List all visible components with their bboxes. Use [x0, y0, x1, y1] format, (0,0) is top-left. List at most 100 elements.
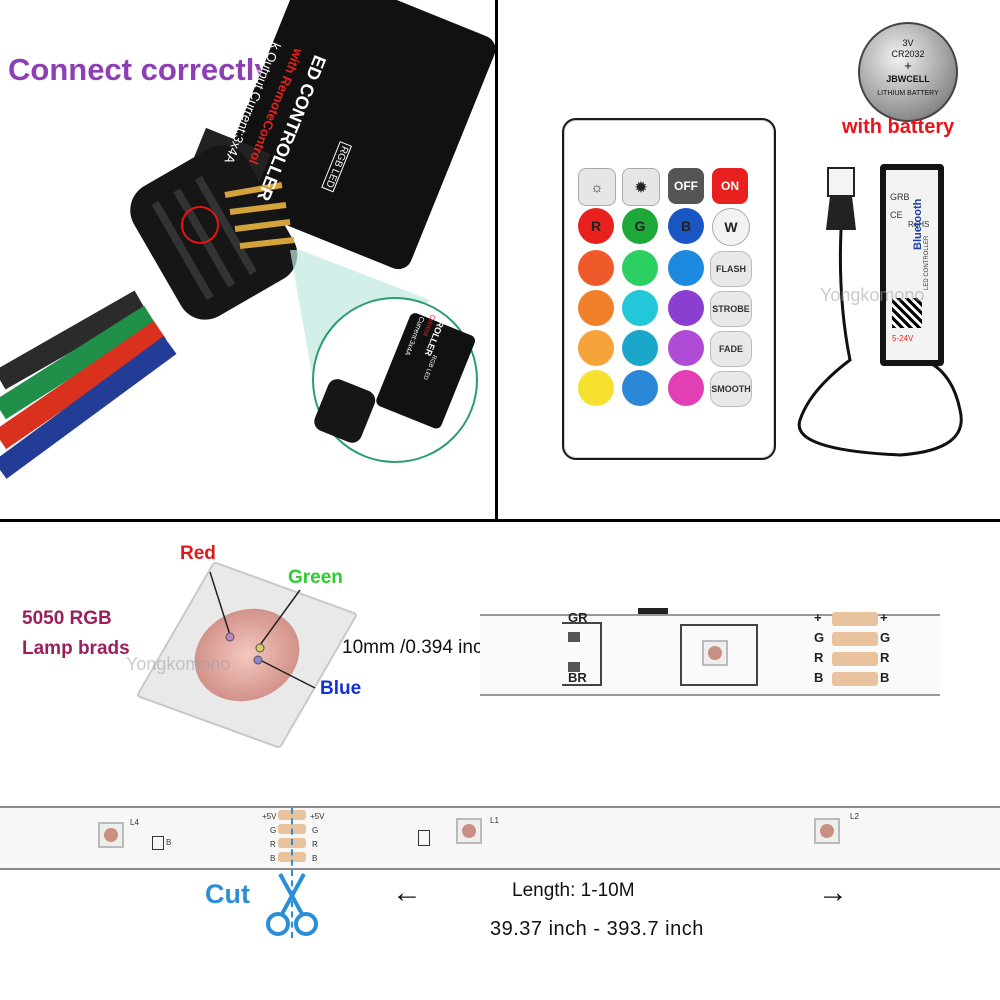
pin-label: B — [312, 854, 318, 863]
strip-gr-label: GR — [568, 610, 588, 625]
fade-button[interactable]: FADE — [710, 331, 752, 367]
color-button[interactable] — [668, 250, 704, 286]
bluetooth-label: Bluetooth — [912, 198, 924, 250]
pin-label: G — [312, 826, 319, 835]
pad-label: + — [814, 610, 822, 625]
usb-plug-icon — [827, 167, 855, 197]
led-strip-closeup: GR BR + G R B + G R B — [480, 608, 940, 696]
qr-code-icon — [892, 298, 922, 328]
battery-voltage: 3V — [902, 38, 914, 48]
battery-brand: JBWCELL — [886, 74, 930, 84]
wire-black — [0, 290, 146, 390]
pad-label: R — [880, 650, 890, 665]
connector-illustration — [0, 0, 495, 479]
pin-label: B — [270, 854, 276, 863]
color-button[interactable] — [668, 330, 704, 366]
color-button[interactable] — [622, 250, 658, 286]
strip-br-label: BR — [568, 670, 587, 685]
battery-plus: + — [904, 58, 912, 73]
color-button[interactable] — [578, 370, 614, 406]
led-icon — [814, 818, 840, 844]
green-label: Green — [288, 567, 343, 588]
led-pointer-lines — [209, 571, 316, 689]
battery-model: CR2032 — [891, 49, 925, 59]
pad-label: G — [880, 630, 891, 645]
usb-cable — [797, 167, 963, 457]
wire-red — [0, 320, 167, 450]
with-battery-label: with battery — [842, 116, 955, 138]
solder-pad — [832, 672, 878, 686]
red-button[interactable]: R — [578, 208, 614, 244]
pin-1 — [224, 182, 283, 198]
connect-correctly-title: Connect correctly — [8, 52, 272, 87]
green-button[interactable]: G — [622, 208, 658, 244]
color-button[interactable] — [668, 290, 704, 326]
color-button[interactable] — [578, 250, 614, 286]
ir-remote: ☼ ✹ OFF ON R G B W FLASH STROBE FADE SMO… — [562, 118, 776, 460]
led-strip-full: L4 B +5V +5V G R B G R B L1 L2 — [0, 806, 1000, 870]
controller-ce: CE — [890, 210, 903, 220]
solder-pad — [832, 652, 878, 666]
controller-body — [215, 0, 495, 270]
pad-voltage-label: +5V — [262, 812, 277, 821]
cut-line — [291, 808, 293, 938]
led-title-line2: Lamp brads — [22, 638, 130, 659]
color-button[interactable] — [622, 370, 658, 406]
pad-label: R — [814, 650, 824, 665]
led-icon — [98, 822, 124, 848]
controller-brand: GRB — [890, 192, 910, 202]
resistor-icon — [568, 632, 580, 642]
resistor-icon — [418, 830, 430, 846]
pad-label: G — [814, 630, 825, 645]
pad-label: + — [880, 610, 888, 625]
vertical-divider — [495, 0, 498, 520]
coin-battery: 3V CR2032 + JBWCELL LITHIUM BATTERY — [858, 22, 958, 122]
sun-dim-icon: ☼ — [590, 179, 604, 195]
pin-label: R — [270, 840, 276, 849]
controller-rohs: RoHS — [908, 220, 930, 229]
strobe-button[interactable]: STROBE — [710, 291, 752, 327]
component-label: B — [166, 838, 172, 847]
resistor-icon — [568, 662, 580, 672]
color-button[interactable] — [668, 370, 704, 406]
length-label: Length: 1-10M — [512, 880, 635, 901]
arrow-marker-circle — [181, 206, 219, 244]
controller-model-label: LED CONTROLLER — [924, 235, 930, 290]
brightness-up-button[interactable]: ✹ — [622, 168, 660, 206]
color-button[interactable] — [622, 290, 658, 326]
sun-bright-icon: ✹ — [635, 178, 647, 195]
off-button[interactable]: OFF — [668, 168, 704, 204]
color-button[interactable] — [578, 290, 614, 326]
left-arrow-icon: ← — [392, 876, 422, 909]
strip-width-label: 10mm /0.394 inch — [342, 637, 494, 658]
pin-4 — [239, 237, 295, 249]
led-icon — [456, 818, 482, 844]
right-arrow-icon: → — [818, 876, 848, 909]
wire-green — [0, 305, 156, 420]
solder-pad — [832, 632, 878, 646]
controller-voltage: 5-24V — [892, 334, 914, 343]
pin-3 — [234, 219, 291, 232]
pin-2 — [229, 202, 287, 215]
color-button[interactable] — [622, 330, 658, 366]
pad-voltage-label: +5V — [310, 812, 325, 821]
brightness-down-button[interactable]: ☼ — [578, 168, 616, 206]
flash-button[interactable]: FLASH — [710, 251, 752, 287]
led-title-line1: 5050 RGB — [22, 608, 112, 629]
pin-label: G — [270, 826, 277, 835]
solder-pad — [832, 612, 878, 626]
led-label: L2 — [850, 812, 859, 821]
watermark-top: Yongkomono — [820, 285, 925, 305]
on-button[interactable]: ON — [712, 168, 748, 204]
bluetooth-controller: GRB CE RoHS Bluetooth LED CONTROLLER 5-2… — [880, 164, 944, 366]
wire-blue — [0, 336, 177, 479]
color-button[interactable] — [578, 330, 614, 366]
white-button[interactable]: W — [712, 208, 750, 246]
pin-label: R — [312, 840, 318, 849]
led-icon — [702, 640, 728, 666]
red-label: Red — [180, 543, 216, 564]
led-footprint — [680, 624, 758, 686]
led-label: L1 — [490, 816, 499, 825]
smooth-button[interactable]: SMOOTH — [710, 371, 752, 407]
blue-button[interactable]: B — [668, 208, 704, 244]
